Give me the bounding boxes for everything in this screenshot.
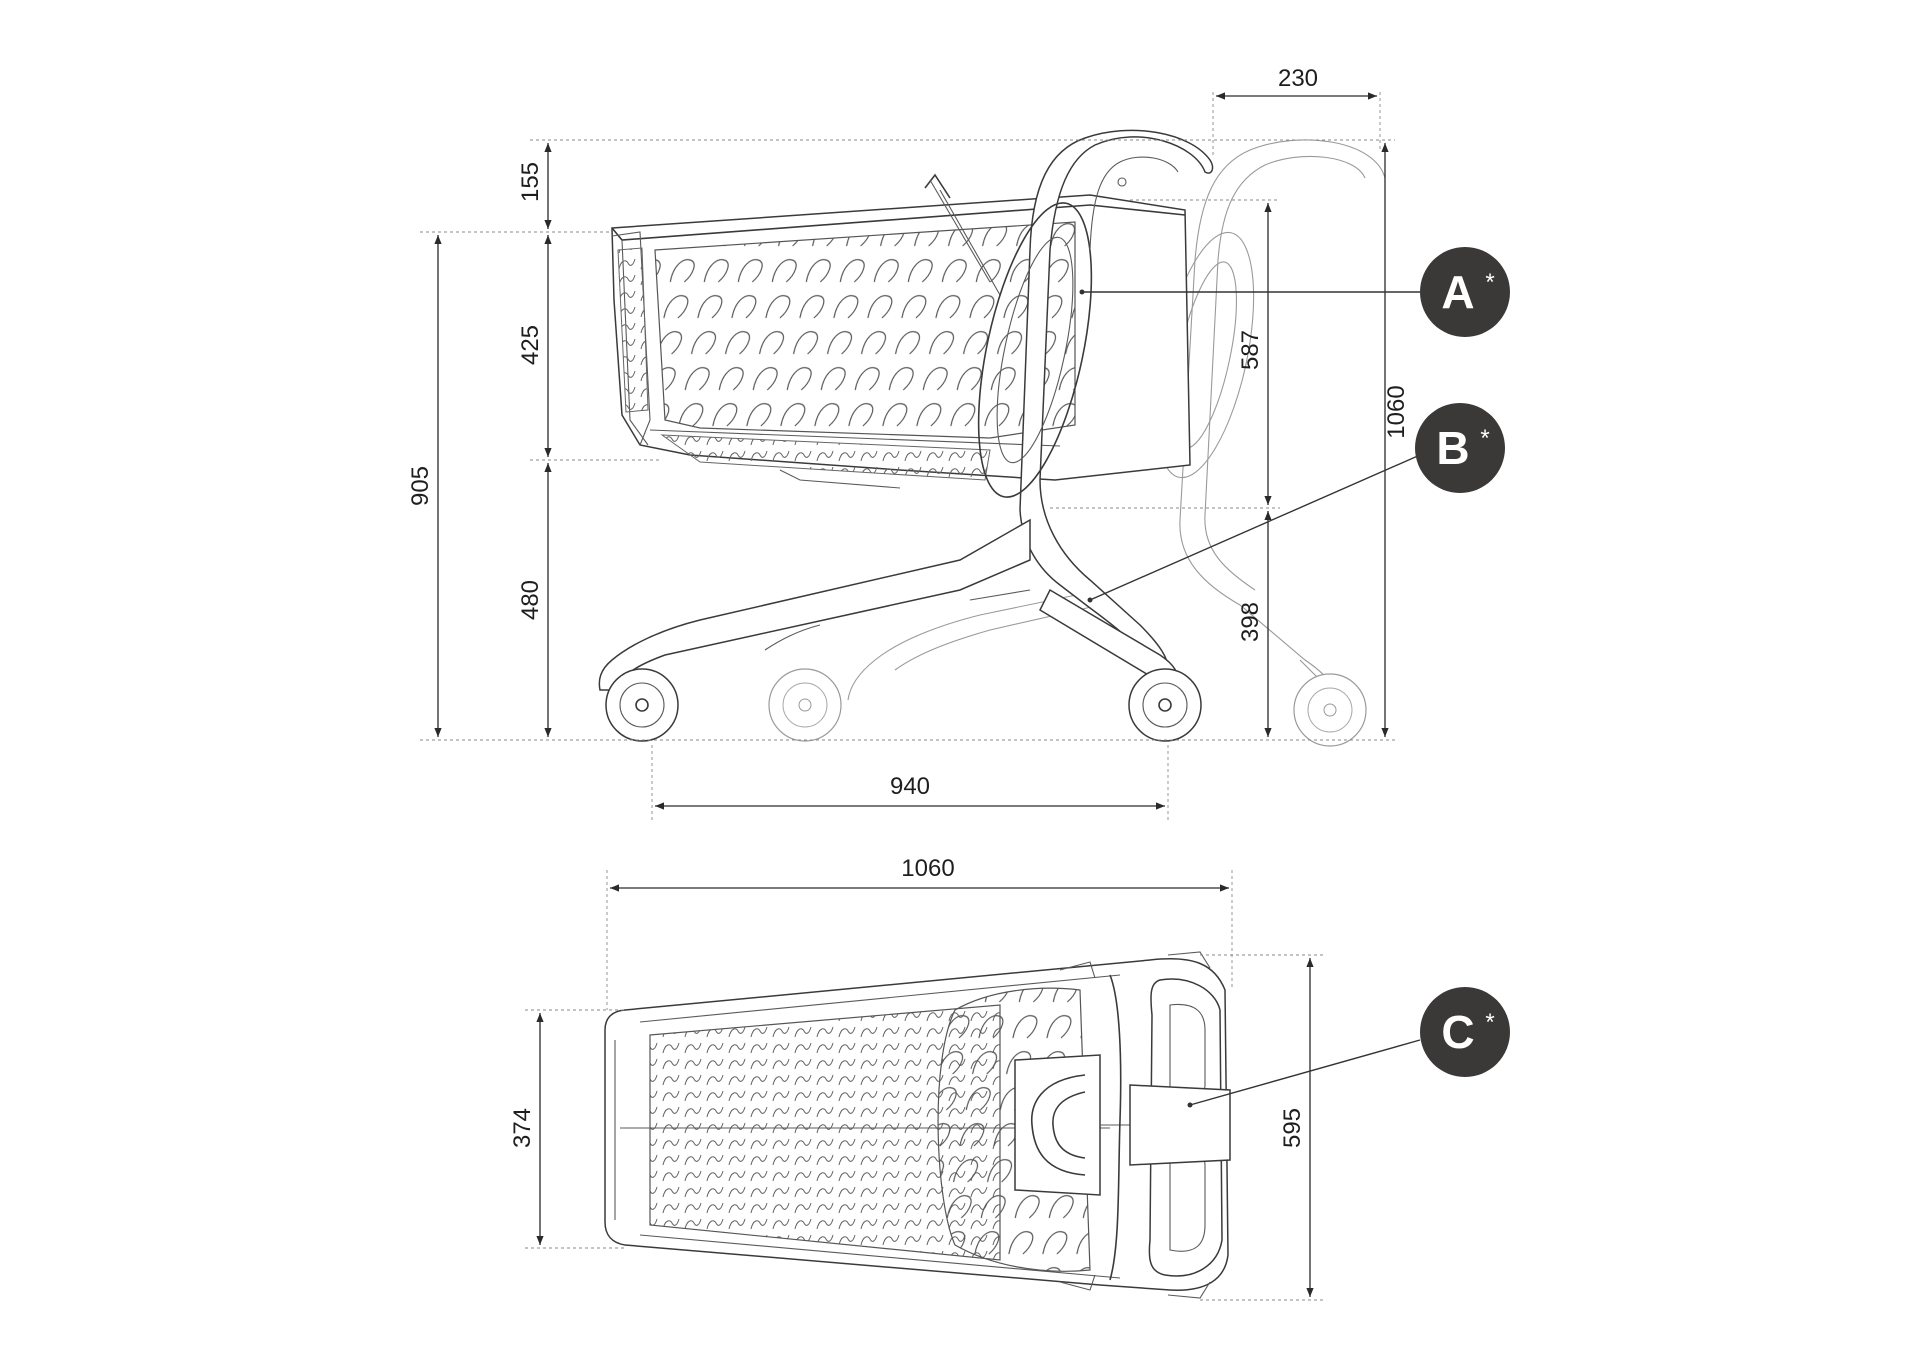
dim-handle-height: 155 — [517, 162, 544, 202]
top-extension-lines — [525, 870, 1325, 1301]
callout-a-circle — [1420, 247, 1510, 337]
wheels — [605, 668, 1367, 747]
callout-c: C * — [1420, 987, 1510, 1077]
dim-overall-height-left: 905 — [407, 466, 434, 506]
callout-b: B * — [1415, 403, 1505, 493]
side-dimension-labels: 230 155 425 480 905 587 398 1060 940 — [407, 65, 1410, 800]
dim-inner-height: 587 — [1237, 330, 1264, 370]
dim-wheelbase: 940 — [890, 773, 930, 800]
leader-b — [1089, 454, 1421, 601]
side-view: 230 155 425 480 905 587 398 1060 940 — [407, 65, 1421, 820]
dim-base-height: 398 — [1237, 602, 1264, 642]
callout-c-letter: C — [1441, 1006, 1474, 1058]
dim-front-width: 374 — [509, 1108, 536, 1148]
callout-a-letter: A — [1441, 266, 1474, 318]
dimension-lines — [434, 92, 1389, 810]
dim-basket-depth: 425 — [517, 325, 544, 365]
top-view: 1060 374 595 — [509, 855, 1421, 1301]
extension-lines — [420, 92, 1395, 820]
leader-a-dot — [1079, 289, 1085, 295]
dim-overall-length: 1060 — [901, 855, 954, 882]
callout-a: A * — [1420, 247, 1510, 337]
callout-a-mark: * — [1485, 269, 1494, 296]
leader-c — [1189, 1039, 1421, 1106]
leader-c-dot — [1187, 1102, 1193, 1108]
callout-b-circle — [1415, 403, 1505, 493]
callout-b-mark: * — [1480, 425, 1489, 452]
dim-overall-height-right: 1060 — [1383, 385, 1410, 438]
basket — [611, 173, 1191, 489]
callout-c-mark: * — [1485, 1009, 1494, 1036]
leader-b-dot — [1087, 597, 1093, 603]
callout-b-letter: B — [1436, 422, 1469, 474]
callout-c-circle — [1420, 987, 1510, 1077]
dim-handle-offset: 230 — [1278, 65, 1318, 92]
dim-lower-height: 480 — [517, 580, 544, 620]
dim-rear-width: 595 — [1279, 1108, 1306, 1148]
